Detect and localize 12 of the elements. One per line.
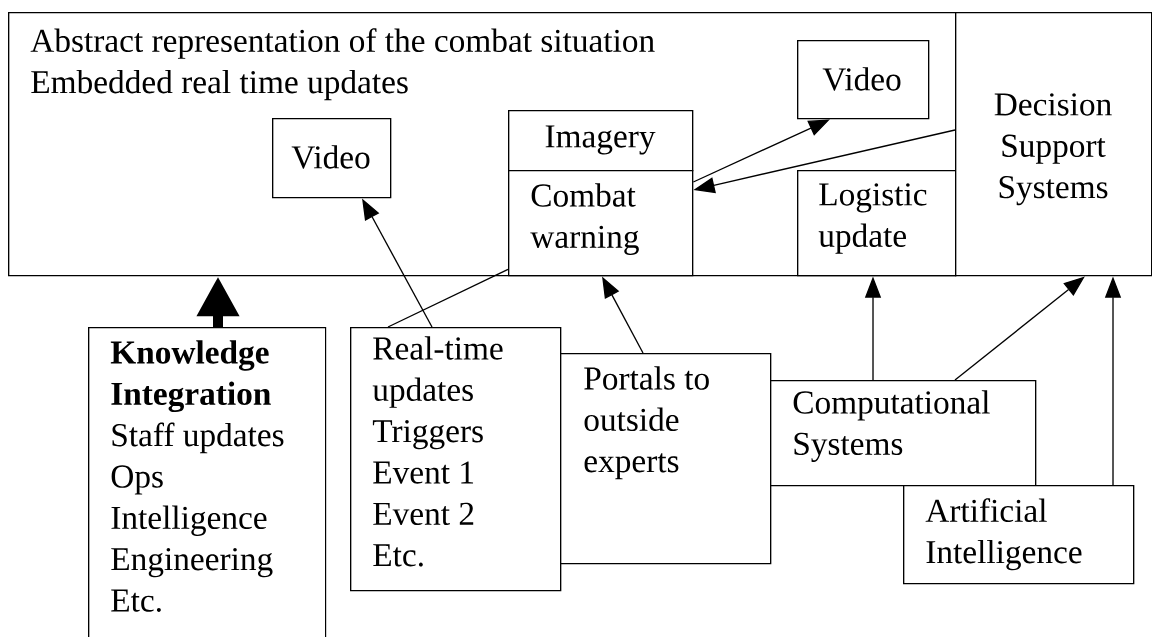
text-box: Video	[797, 40, 930, 120]
arrow	[954, 276, 1085, 381]
text-box: Real-time updates Triggers Event 1 Event 2 Etc.	[350, 327, 562, 592]
text-box: Knowledge Integration Staff updates Ops Intelligence Engineering Etc.	[88, 327, 327, 637]
text-box: Logistic update	[797, 170, 957, 277]
text-box: Portals to outside experts	[560, 353, 772, 565]
text-box: Combat warning	[508, 170, 694, 277]
text-box: Computational Systems	[770, 380, 1037, 487]
text-box: Imagery	[508, 110, 694, 172]
text-box: Video	[272, 118, 392, 199]
connector-line	[387, 268, 509, 328]
text-box: Artificial Intelligence	[903, 485, 1135, 585]
